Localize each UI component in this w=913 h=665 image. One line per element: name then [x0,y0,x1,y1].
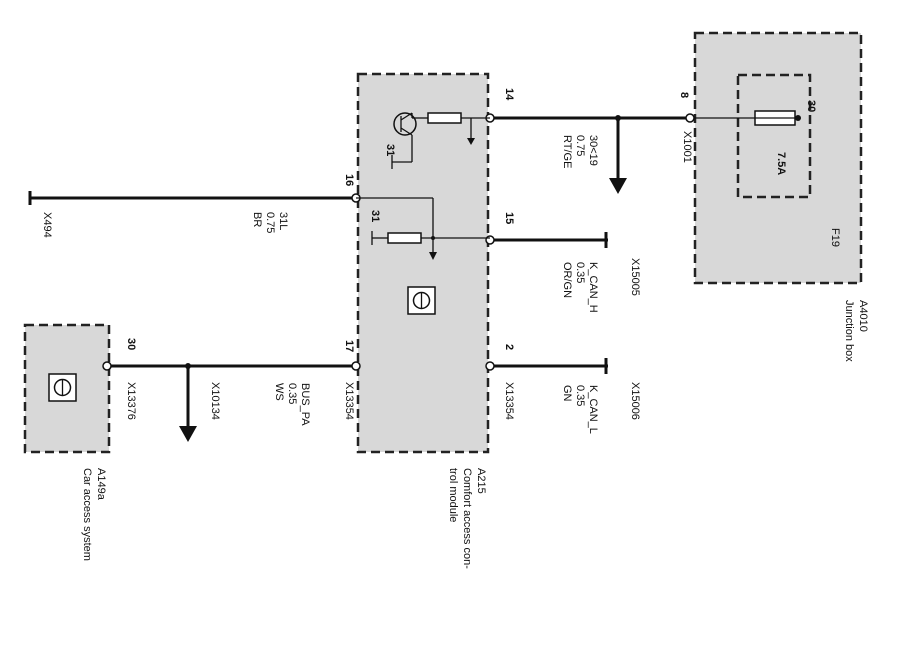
connector-x10134: X10134 [209,382,221,420]
car-access-id: A149a [95,468,107,501]
comfort-module-name-1: Comfort access con- [461,468,473,569]
wire-15-size: 0.35 [574,262,586,283]
wire-14-branch-arrow [609,178,627,194]
pin-17-label: 17 [343,340,355,352]
connector-x13354-right: X13354 [503,382,515,420]
fuse-id: F19 [829,228,841,247]
ground-31-mid-label: 31 [369,210,381,222]
ground-31-top-label: 31 [384,144,396,156]
junction-box-name: Junction box [843,300,855,362]
wire-14-signal: 30<19 [587,135,599,166]
connector-x13354-left: X13354 [343,382,355,420]
connector-x15006: X15006 [629,382,641,420]
comfort-access-module [356,72,490,454]
pin-8-label: 8 [678,92,690,98]
transistor-collector [400,112,413,121]
wire-17-branch-arrow [179,426,197,442]
wire-2-signal: K_CAN_L [587,385,599,434]
wire-14-color: RT/GE [561,135,573,168]
ground-31-arrow [429,252,437,260]
fuse-terminal [795,115,801,121]
connector-x494: X494 [41,212,53,238]
resistor-mid-icon [387,232,422,244]
connector-x13376: X13376 [125,382,137,420]
pin-15-terminal [485,235,495,245]
pin-30-terminal [102,361,112,371]
fuse-pin-label: 30 [805,100,817,112]
pin-2-terminal [485,361,495,371]
pin-2-label: 2 [503,344,515,350]
resistor-mid-junction [431,236,435,240]
wire-2-color: GN [561,385,573,402]
pin-15-label: 15 [503,212,515,224]
fuse-rating: 7.5A [775,152,787,175]
transistor-emitter [400,127,413,136]
wire-16-signal: 31L [277,212,289,230]
comfort-module-name-2: trol module [447,468,459,522]
comfort-module-id: A215 [475,468,487,494]
wire-15-signal: K_CAN_H [587,262,599,313]
pin-16-label: 16 [343,174,355,186]
transistor-icon [393,112,417,136]
resistor-top-icon [427,112,462,124]
wire-17-size: 0.35 [286,383,298,404]
connector-x1001: X1001 [681,131,693,163]
junction-box-id: A4010 [857,300,869,332]
wire-17-color: WS [273,383,285,401]
connector-x15005: X15005 [629,258,641,296]
pin-17-terminal [351,361,361,371]
resistor-top-ground-arrow [467,138,475,145]
junction-box-module [693,31,863,285]
wire-2-size: 0.35 [574,385,586,406]
fuse-holder-box [736,73,812,199]
pin-14-label: 14 [503,88,515,101]
wire-14-size: 0.75 [574,135,586,156]
wire-17-signal: BUS_PA [299,383,311,426]
wire-16-color: BR [251,212,263,227]
pin-30-label: 30 [125,338,137,350]
wire-16-size: 0.75 [264,212,276,233]
pin-8-terminal [685,113,695,123]
wire-15-color: OR/GN [561,262,573,298]
car-access-name: Car access system [81,468,93,561]
